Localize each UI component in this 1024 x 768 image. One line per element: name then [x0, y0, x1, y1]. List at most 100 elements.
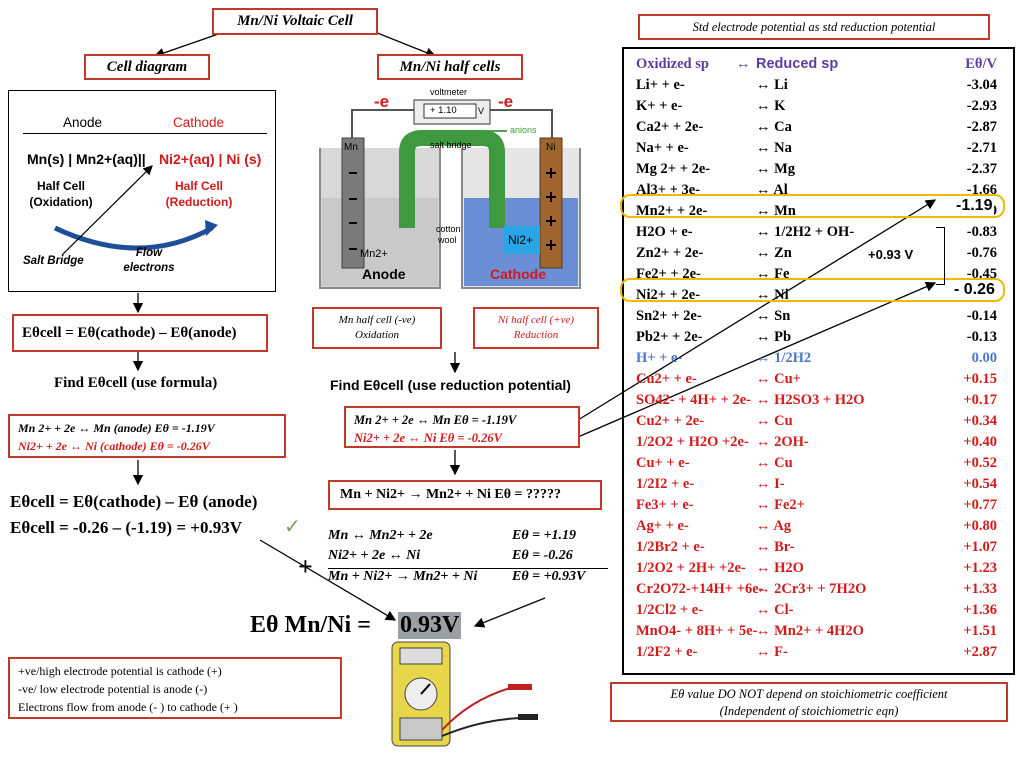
- anode-drawing-label: Anode: [362, 266, 406, 282]
- calc-line-1: Eθcell = Eθ(cathode) – Eθ (anode): [10, 492, 258, 511]
- reduced-species: ↔ Cu+: [756, 371, 801, 387]
- table-row: Cu+ + e-↔ Cu+0.52: [624, 455, 1013, 476]
- potential-value: -0.76: [966, 245, 997, 261]
- anode-eq: Mn 2+ + 2e ↔ Mn (anode) Eθ = -1.19V: [18, 421, 215, 435]
- potential-value: +1.23: [963, 560, 997, 576]
- potential-value: +1.07: [963, 539, 997, 555]
- oxidized-species: Zn2+ + 2e-: [636, 245, 704, 261]
- ni-electrode-label: Ni: [546, 142, 556, 153]
- bracket-line: [23, 133, 267, 142]
- mn-potential-emphasis: -1.19: [954, 197, 995, 215]
- table-row: 1/2O2 + 2H+ +2e-↔ H2O+1.23: [624, 560, 1013, 581]
- reduced-species: ↔ H2SO3 + H2O: [756, 392, 865, 408]
- multimeter-drawing: [391, 641, 538, 747]
- reduced-species: ↔ 1/2H2: [756, 350, 812, 366]
- mn2-ion-label: Mn2+: [360, 248, 388, 260]
- oxidized-species: Mn2+ + 2e-: [636, 203, 708, 219]
- oxidized-species: Ca2+ + 2e-: [636, 119, 704, 135]
- notation-left: Mn(s) | Mn2+(aq)||: [27, 151, 146, 167]
- potential-value: +0.40: [963, 434, 997, 450]
- reduced-species: ↔ Cu: [756, 413, 793, 429]
- potential-value: +0.77: [963, 497, 997, 513]
- overall-reaction-box: Mn + Ni2+ → Mn2+ + Ni Eθ = ?????: [328, 480, 602, 510]
- find-formula-label: Find Eθcell (use formula): [54, 375, 218, 391]
- potential-value: +1.36: [963, 602, 997, 618]
- potential-value: -0.13: [966, 329, 997, 345]
- note-line: -ve/ low electrode potential is anode (-…: [18, 682, 208, 696]
- sum-line: Mn + Ni2+ → Mn2+ + Ni Eθ = +0.93V: [328, 569, 608, 589]
- sum-e: Eθ = -0.26: [512, 548, 573, 563]
- table-row: Cu2+ + e-↔ Cu++0.15: [624, 371, 1013, 392]
- title-box: Mn/Ni Voltaic Cell: [212, 8, 378, 35]
- reduced-species: ↔ F-: [756, 644, 788, 660]
- electron-right: -e: [498, 92, 514, 111]
- reduced-species: ↔ I-: [756, 476, 785, 492]
- oxidized-species: Ag+ + e-: [636, 518, 689, 534]
- anode-label: Anode: [63, 115, 103, 130]
- reduced-species: ↔ Cu: [756, 455, 793, 471]
- multimeter-icon: [390, 640, 540, 750]
- voltaic-cell-apparatus: -e -e voltmeter + 1.10 V anions salt bri…: [312, 87, 582, 298]
- oxidized-species: H+ + e-: [636, 350, 683, 366]
- oxidized-species: Na+ + e-: [636, 140, 689, 156]
- table-row: K+ + e-↔ K-2.93: [624, 98, 1013, 119]
- potential-value: 0.00: [971, 350, 997, 366]
- voltmeter-reading: + 1.10: [430, 105, 457, 116]
- half-eq-box: Mn 2+ + 2e ↔ Mn Eθ = -1.19V Ni2+ + 2e ↔ …: [344, 406, 580, 448]
- table-row: Cr2O72-+14H+ +6e-↔ 2Cr3+ + 7H2O+1.33: [624, 581, 1013, 602]
- reduced-species: ↔ Ag: [756, 518, 792, 534]
- half-cell-red-2: (Reduction): [165, 195, 233, 209]
- reduced-species: ↔ Pb: [756, 329, 792, 345]
- plus-sign: +: [298, 552, 313, 581]
- potential-value: +0.15: [963, 371, 997, 387]
- reduced-species: ↔ Zn: [756, 245, 792, 261]
- potential-value: +2.87: [963, 644, 997, 660]
- ni-half-cell-box: Ni half cell (+ve) Reduction: [473, 307, 599, 349]
- mn-half-line-2: Oxidation: [355, 329, 399, 341]
- ni-half-line-1: Ni half cell (+ve): [497, 314, 575, 326]
- half-cells-box: Mn/Ni half cells: [377, 54, 523, 80]
- reduced-species: ↔ Sn: [756, 308, 791, 324]
- mn-half-line-1: Mn half cell (-ve): [338, 314, 416, 326]
- reduced-species: ↔ 2OH-: [756, 434, 809, 450]
- mn-row-highlight: [620, 194, 1005, 218]
- table-row: Mg 2+ + 2e-↔ Mg-2.37: [624, 161, 1013, 182]
- electron-left: -e: [374, 92, 390, 111]
- std-potential-box: Std electrode potential as std reduction…: [638, 14, 990, 40]
- footer-note-box: Eθ value DO NOT depend on stoichiometric…: [610, 682, 1008, 722]
- potential-value: -2.37: [966, 161, 997, 177]
- voltmeter-unit: V: [478, 106, 485, 116]
- potential-value: +0.34: [963, 413, 997, 429]
- potential-value: +0.17: [963, 392, 997, 408]
- sum-equations: Mn ↔ Mn2+ + 2e Eθ = +1.19 Ni2+ + 2e ↔ Ni…: [328, 528, 608, 589]
- notation-right: Ni2+(aq) | Ni (s): [159, 151, 262, 167]
- potential-value: -2.71: [966, 140, 997, 156]
- result-label: Eθ Mn/Ni =: [250, 612, 371, 638]
- reduced-species: ↔ Cl-: [756, 602, 794, 618]
- reduced-species: ↔ 2Cr3+ + 7H2O: [756, 581, 867, 597]
- table-row: Ca2+ + 2e-↔ Ca-2.87: [624, 119, 1013, 140]
- reduced-species: ↔ Mn2+ + 4H2O: [756, 623, 864, 639]
- oxidized-species: 1/2F2 + e-: [636, 644, 698, 660]
- mn-electrode-label: Mn: [344, 142, 358, 153]
- oxidized-species: Ni2+ + 2e-: [636, 287, 701, 303]
- potential-value: +1.51: [963, 623, 997, 639]
- half-cells-label: Mn/Ni half cells: [399, 59, 501, 75]
- reduced-species: ↔ Mn: [756, 203, 796, 219]
- title: Mn/Ni Voltaic Cell: [237, 13, 353, 29]
- formula-text: Eθcell = Eθ(cathode) – Eθ(anode): [22, 325, 237, 341]
- reduced-species: ↔ Fe2+: [756, 497, 805, 513]
- sum-eq: Mn + Ni2+ → Mn2+ + Ni: [328, 569, 478, 584]
- sum-e: Eθ = +1.19: [512, 528, 577, 543]
- reduction-potential-table: Oxidized sp ↔ Reduced sp Eθ/V Li+ + e-↔ …: [620, 47, 1015, 675]
- footer-line-1: Eθ value DO NOT depend on stoichiometric…: [670, 687, 948, 701]
- table-row: 1/2I2 + e-↔ I-+0.54: [624, 476, 1013, 497]
- reduced-species: ↔ Ni: [756, 287, 789, 303]
- half-cell-ox-2: (Oxidation): [29, 195, 93, 209]
- ni-half-eq: Ni2+ + 2e ↔ Ni Eθ = -0.26V: [354, 431, 502, 445]
- table-row: H+ + e- ↔ 1/2H2 0.00: [624, 350, 1013, 371]
- oxidized-species: Fe3+ + e-: [636, 497, 694, 513]
- oxidized-species: 1/2Br2 + e-: [636, 539, 705, 555]
- oxidized-species: Li+ + e-: [636, 77, 685, 93]
